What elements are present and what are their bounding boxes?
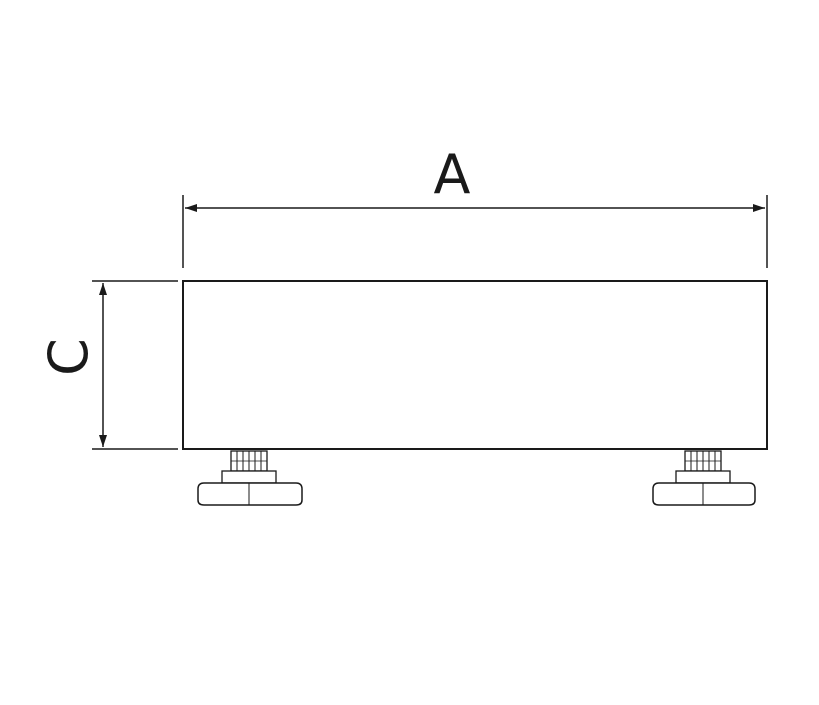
width-label: A [434,143,471,206]
left-adjustable-foot [197,450,303,506]
height-label: C [37,338,100,376]
left-foot-nut [221,470,277,484]
height-dimension: C [37,280,178,450]
right-foot-pad [652,482,756,506]
right-adjustable-foot [652,450,756,506]
width-dimension: A [182,143,768,268]
panel-body [182,280,768,450]
left-foot-pad [197,482,303,506]
right-foot-nut [675,470,731,484]
